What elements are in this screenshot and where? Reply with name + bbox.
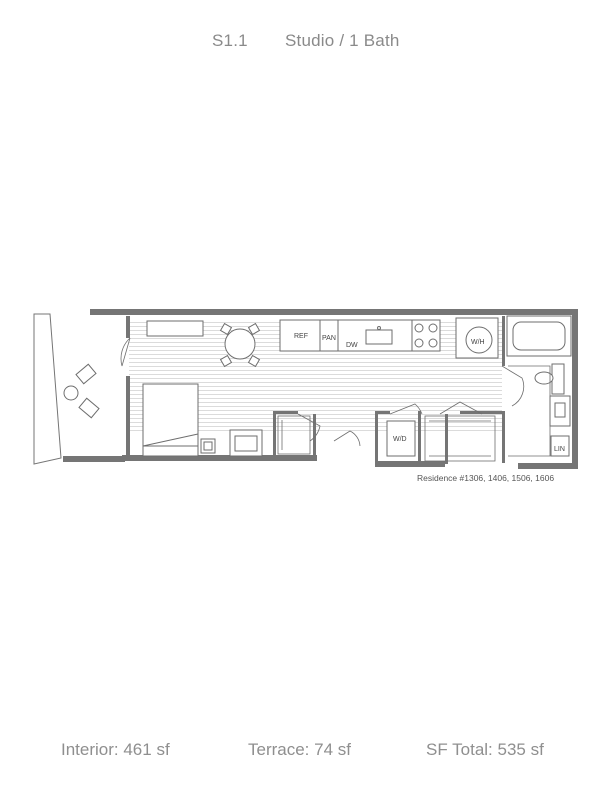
door-swings <box>297 365 525 447</box>
residence-numbers: Residence #1306, 1406, 1506, 1606 <box>417 473 555 483</box>
terrace-area: Terrace: 74 sf <box>248 740 351 759</box>
closets <box>277 415 496 462</box>
wd-label: W/D <box>393 436 407 443</box>
dw-label: DW <box>346 342 358 349</box>
terrace-furniture <box>63 363 100 419</box>
living-furniture <box>146 320 261 368</box>
bed <box>142 383 199 457</box>
terrace <box>33 313 62 465</box>
bathroom <box>506 315 572 457</box>
unit-type: Studio / 1 Bath <box>285 31 400 50</box>
floor-plan: REF PAN DW W/H LIN W/D <box>33 309 578 469</box>
pan-label: PAN <box>322 335 336 342</box>
unit-code: S1.1 <box>212 31 248 50</box>
walls <box>63 309 578 469</box>
wh-label: W/H <box>471 339 485 346</box>
lin-label: LIN <box>554 446 565 453</box>
interior-area: Interior: 461 sf <box>61 740 170 759</box>
bath-partition <box>508 365 551 457</box>
kitchen <box>279 319 441 352</box>
washer-dryer <box>386 420 416 457</box>
water-heater <box>455 317 499 359</box>
total-area: SF Total: 535 sf <box>426 740 544 759</box>
ref-label: REF <box>294 333 308 340</box>
entry-door <box>120 337 131 367</box>
armchair <box>200 429 263 457</box>
